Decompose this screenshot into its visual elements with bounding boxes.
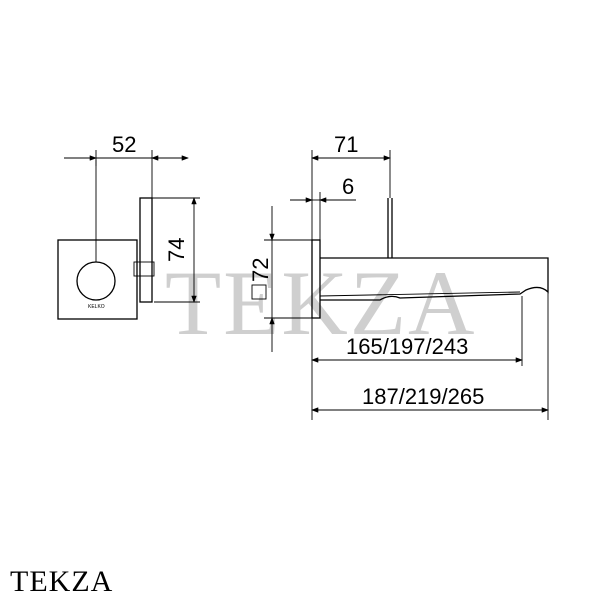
side-view [311,198,549,319]
dim-side-offset: 6 [290,174,356,240]
dim-label-74: 74 [164,238,189,262]
dim-label-72: 72 [248,258,273,282]
dim-side-depth: 71 [311,132,391,240]
dim-spout-short: 165/197/243 [311,296,523,420]
front-knob [76,261,116,301]
front-handle-collar [133,261,155,277]
spout-body [320,257,549,301]
dim-square-size: 72 [248,206,312,352]
dim-label-6: 6 [342,174,354,199]
front-view: KELKO [57,160,155,320]
dim-label-spout-short: 165/197/243 [346,334,468,359]
dim-label-spout-long: 187/219/265 [362,384,484,409]
dim-spout-long: 187/219/265 [311,292,549,420]
front-handle-base [139,197,153,303]
square-symbol [251,284,267,300]
brand-label: TEKZA [10,565,114,598]
dim-label-52: 52 [112,132,136,157]
dim-front-width: 52 [64,132,189,198]
side-wall-plate [311,239,321,319]
dim-front-height: 74 [152,197,200,303]
dim-label-71: 71 [334,132,358,157]
logo-mark: KELKO [88,304,105,310]
front-plate [57,239,138,320]
